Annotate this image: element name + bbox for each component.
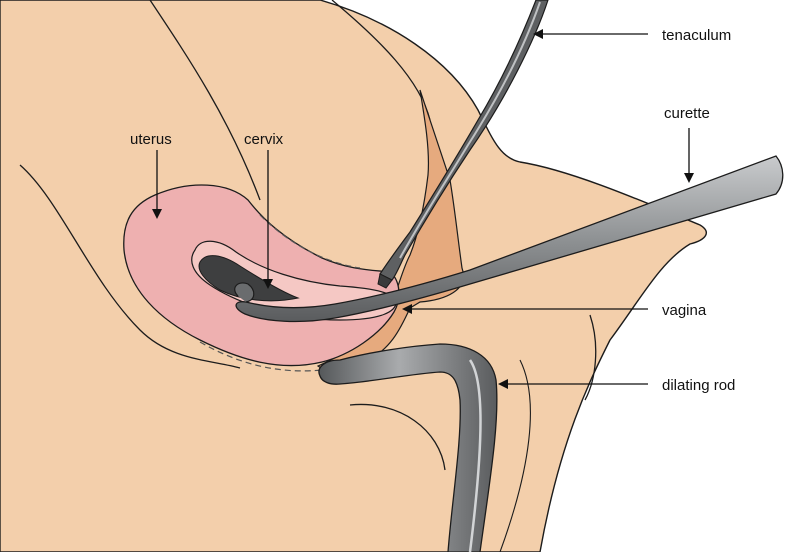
label-uterus: uterus <box>130 131 172 148</box>
uterus-dashed-border <box>199 341 323 372</box>
label-curette: curette <box>664 105 710 122</box>
contour-line-1 <box>149 0 261 201</box>
label-tenaculum: tenaculum <box>662 27 731 44</box>
dilating-rod-highlight <box>468 359 482 552</box>
cavity-dark-contents <box>198 255 300 302</box>
label-vagina: vagina <box>662 302 707 319</box>
contour-line-6 <box>499 359 531 552</box>
leaders <box>152 29 694 389</box>
label-dilating-rod: dilating rod <box>662 377 735 394</box>
tenaculum-tip <box>377 273 393 289</box>
curette-loop <box>234 282 255 303</box>
tenaculum-highlight <box>399 1 541 259</box>
contour-line-5 <box>584 314 597 401</box>
curette-instrument <box>235 155 784 323</box>
contour-line-4 <box>349 403 446 471</box>
contour-line-3 <box>19 164 241 369</box>
label-cervix: cervix <box>244 131 284 148</box>
